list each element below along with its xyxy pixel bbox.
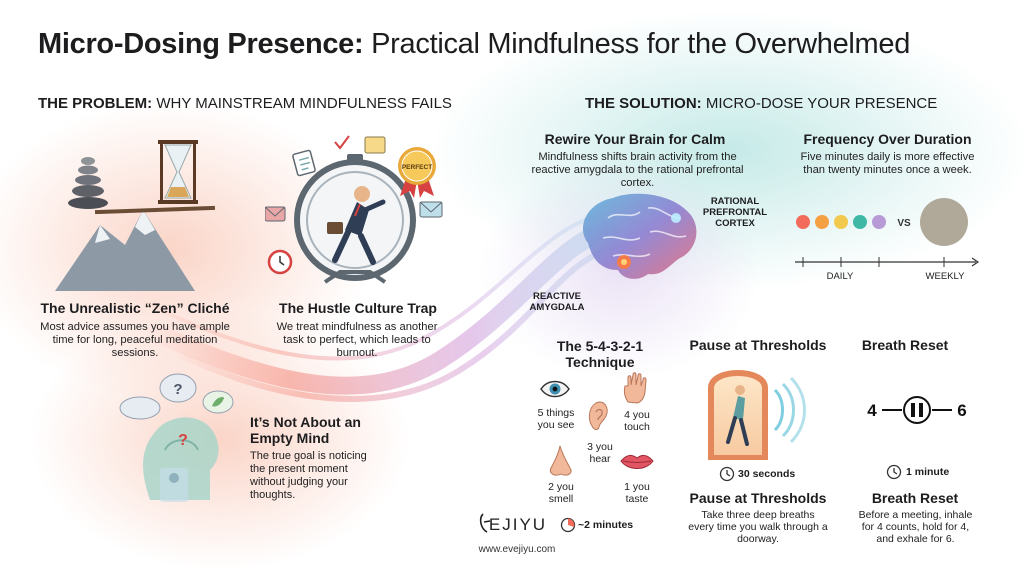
breath-right-num: 6 <box>957 401 966 420</box>
lips-icon <box>620 454 654 469</box>
hustle-body: We treat mindfulness as another task to … <box>276 321 438 359</box>
breath-title: Breath Reset <box>861 337 949 353</box>
rewire-body: Mindfulness shifts brain activity from t… <box>531 151 744 189</box>
breath-title-2: Breath Reset <box>871 490 959 506</box>
brand-url[interactable]: www.evejiyu.com <box>478 544 556 555</box>
perfect-badge-text: PERFECT <box>402 164 432 171</box>
problem-heading-rest: WHY MAINSTREAM MINDFULNESS FAILS <box>156 95 452 112</box>
daily-dot-2 <box>815 215 829 229</box>
zen-title: The Unrealistic “Zen” Cliché <box>40 300 230 316</box>
solution-heading-bold: THE SOLUTION: <box>585 95 702 112</box>
clock-icon-thresholds <box>719 466 735 482</box>
technique-title: The 5-4-3-2-1 Technique <box>556 338 644 370</box>
thresholds-title: Pause at Thresholds <box>689 337 827 353</box>
thresholds-title-2: Pause at Thresholds <box>689 490 827 506</box>
frequency-graphic: VS <box>795 198 980 267</box>
solution-heading-rest: MICRO-DOSE YOUR PRESENCE <box>705 95 938 112</box>
technique-time: ~2 minutes <box>578 519 634 531</box>
doorway-icon <box>708 370 806 460</box>
hustle-illustration <box>265 135 443 284</box>
brand-logo: EJIYU <box>479 513 547 534</box>
cortex-label: RATIONAL PREFRONTAL CORTEX <box>702 196 768 229</box>
brain-icon <box>582 193 697 279</box>
weekly-dot <box>920 198 968 246</box>
title-rest: Practical Mindfulness for the Overwhelme… <box>371 28 911 60</box>
thresholds-body: Take three deep breaths every time you w… <box>688 509 828 545</box>
ear-icon <box>588 401 608 430</box>
eye-icon <box>540 380 570 398</box>
daily-dot-1 <box>796 215 810 229</box>
breath-diagram: 4 6 <box>867 396 967 424</box>
page-title: Micro-Dosing Presence: Practical Mindful… <box>38 28 910 61</box>
hear-label: 3 you hear <box>587 441 613 465</box>
daily-dot-4 <box>853 215 867 229</box>
problem-heading-bold: THE PROBLEM: <box>38 95 153 112</box>
thresholds-time: 30 seconds <box>738 468 796 480</box>
smell-label: 2 you smell <box>548 481 574 505</box>
weekly-label: WEEKLY <box>925 271 965 282</box>
clock-icon-breath <box>886 464 902 480</box>
vs-label: VS <box>897 218 911 229</box>
rewire-title: Rewire Your Brain for Calm <box>544 131 726 147</box>
empty-body: The true goal is noticing the present mo… <box>250 450 367 501</box>
nose-icon <box>549 445 572 476</box>
taste-label: 1 you taste <box>624 481 650 505</box>
breath-left-num: 4 <box>867 401 877 420</box>
breath-body: Before a meeting, inhale for 4 counts, h… <box>858 509 973 545</box>
clock-icon <box>560 517 576 533</box>
zen-body: Most advice assumes you have ample time … <box>40 321 230 359</box>
problem-heading: THE PROBLEM: WHY MAINSTREAM MINDFULNESS … <box>38 95 452 112</box>
daily-dot-5 <box>872 215 886 229</box>
touch-label: 4 you touch <box>624 409 650 433</box>
frequency-body: Five minutes daily is more effective tha… <box>800 151 975 176</box>
amygdala-label: REACTIVE AMYGDALA <box>529 291 585 313</box>
see-label: 5 things you see <box>537 407 575 431</box>
title-bold: Micro-Dosing Presence: <box>38 28 364 60</box>
brand-logo-text: EJIYU <box>489 515 547 534</box>
empty-title: It’s Not About an Empty Mind <box>250 414 361 446</box>
svg-text:?: ? <box>178 432 188 449</box>
svg-text:?: ? <box>173 381 182 398</box>
zen-illustration <box>55 140 216 291</box>
frequency-title: Frequency Over Duration <box>803 131 972 147</box>
breath-time: 1 minute <box>906 466 950 478</box>
daily-dot-3 <box>834 215 848 229</box>
perfect-badge-icon: PERFECT <box>398 147 436 198</box>
hustle-title: The Hustle Culture Trap <box>279 300 437 316</box>
hand-icon <box>623 372 647 404</box>
empty-mind-illustration: ? ? <box>119 373 234 502</box>
daily-label: DAILY <box>826 271 854 282</box>
solution-heading: THE SOLUTION: MICRO-DOSE YOUR PRESENCE <box>585 95 937 112</box>
